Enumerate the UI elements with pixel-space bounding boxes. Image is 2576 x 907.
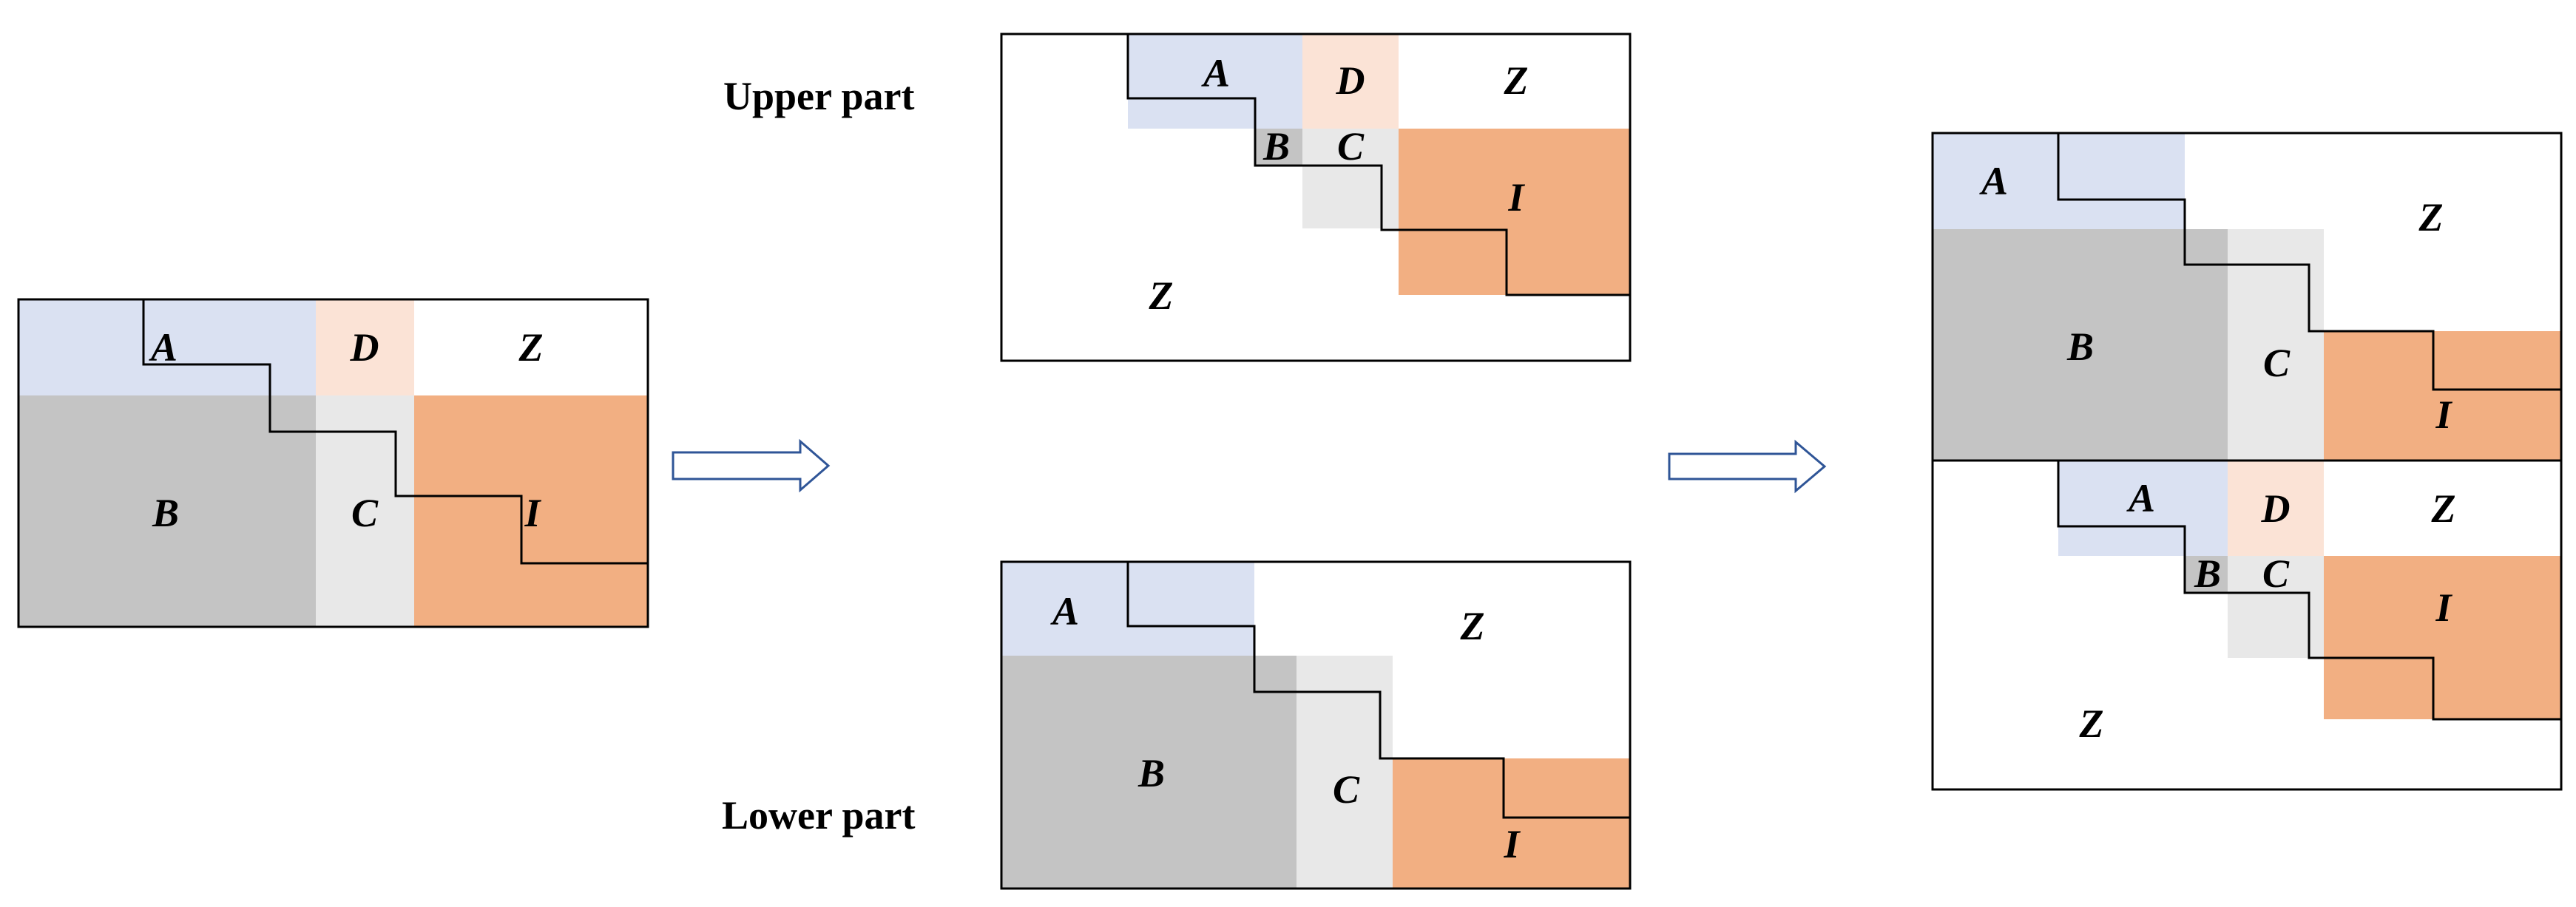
full-block-I bbox=[414, 395, 648, 627]
upper-block-A bbox=[1128, 34, 1302, 129]
full-block-C bbox=[316, 395, 414, 627]
upper-label-Z-bottom: Z bbox=[1149, 274, 1174, 318]
upper-label-C: C bbox=[1337, 124, 1365, 169]
lower-block-C bbox=[1297, 656, 1393, 889]
full-label-B: B bbox=[152, 491, 179, 535]
full-label-I: I bbox=[524, 491, 541, 535]
result-bottom-label-Z-bottom: Z bbox=[2079, 702, 2104, 746]
result-bottom-label-D: D bbox=[2261, 486, 2291, 531]
result-top-block-B bbox=[1933, 229, 2228, 461]
full-label-A: A bbox=[149, 325, 178, 370]
full-block-D bbox=[316, 299, 414, 395]
result-bottom-matrix: A D Z B C I Z bbox=[1931, 459, 2563, 791]
lower-label-I: I bbox=[1503, 822, 1521, 866]
result-top-label-C: C bbox=[2263, 341, 2291, 385]
lower-block-B bbox=[1001, 656, 1297, 889]
upper-label-B: B bbox=[1262, 124, 1290, 169]
result-bottom-block-C bbox=[2228, 556, 2324, 658]
full-label-C: C bbox=[351, 491, 379, 535]
lower-label-A: A bbox=[1050, 589, 1079, 633]
result-top-staircase-line bbox=[2057, 133, 2561, 391]
result-top-matrix: A Z B C I bbox=[1931, 132, 2563, 462]
upper-block-B bbox=[1255, 129, 1302, 166]
full-label-D: D bbox=[350, 325, 379, 370]
result-bottom-block-B bbox=[2185, 556, 2228, 593]
upper-label-D: D bbox=[1336, 58, 1365, 103]
result-bottom-label-Z-top: Z bbox=[2431, 486, 2456, 531]
full-block-A bbox=[18, 299, 316, 395]
full-label-Z: Z bbox=[518, 325, 544, 370]
full-matrix-frame bbox=[17, 298, 649, 628]
result-bottom-block-A bbox=[2058, 461, 2228, 556]
result-top-label-Z: Z bbox=[2418, 195, 2444, 240]
result-bottom-frame bbox=[1931, 459, 2563, 791]
upper-block-D bbox=[1302, 34, 1399, 129]
lower-matrix-frame bbox=[1000, 560, 1632, 890]
lower-block-I bbox=[1393, 758, 1630, 889]
upper-label-I: I bbox=[1507, 175, 1525, 220]
result-top-label-A: A bbox=[1979, 159, 2008, 203]
result-bottom-block-I bbox=[2324, 556, 2561, 719]
upper-label-A: A bbox=[1201, 51, 1230, 95]
result-bottom-label-B: B bbox=[2194, 551, 2221, 596]
full-staircase-line bbox=[18, 298, 648, 565]
upper-block-I bbox=[1399, 129, 1630, 295]
result-top-label-B: B bbox=[2066, 325, 2094, 369]
result-top-block-C bbox=[2228, 229, 2324, 461]
full-block-B bbox=[18, 395, 316, 627]
result-top-block-I bbox=[2324, 331, 2561, 461]
result-bottom-label-I: I bbox=[2435, 585, 2452, 630]
lower-part-matrix: A Z B C I bbox=[1000, 560, 1632, 890]
right-arrow-1 bbox=[672, 438, 831, 493]
upper-matrix-frame bbox=[1000, 33, 1632, 362]
lower-label-C: C bbox=[1333, 767, 1360, 812]
result-top-label-I: I bbox=[2435, 393, 2452, 437]
lower-label-B: B bbox=[1137, 751, 1165, 795]
lower-label-Z: Z bbox=[1460, 604, 1485, 648]
lower-staircase-line bbox=[1126, 562, 1630, 819]
result-bottom-staircase-line bbox=[2057, 461, 2561, 721]
right-arrow-2 bbox=[1668, 439, 1827, 494]
upper-part-matrix: A D Z B C I Z bbox=[1000, 33, 1632, 362]
upper-staircase-line bbox=[1126, 34, 1630, 296]
result-bottom-label-A: A bbox=[2126, 476, 2155, 520]
full-matrix: A D Z B C I bbox=[17, 298, 649, 628]
upper-label-Z-top: Z bbox=[1504, 58, 1529, 103]
result-bottom-label-C: C bbox=[2262, 551, 2290, 596]
caption-upper-part: Upper part bbox=[723, 74, 915, 118]
result-bottom-block-D bbox=[2228, 461, 2324, 556]
caption-lower-part: Lower part bbox=[722, 793, 915, 838]
